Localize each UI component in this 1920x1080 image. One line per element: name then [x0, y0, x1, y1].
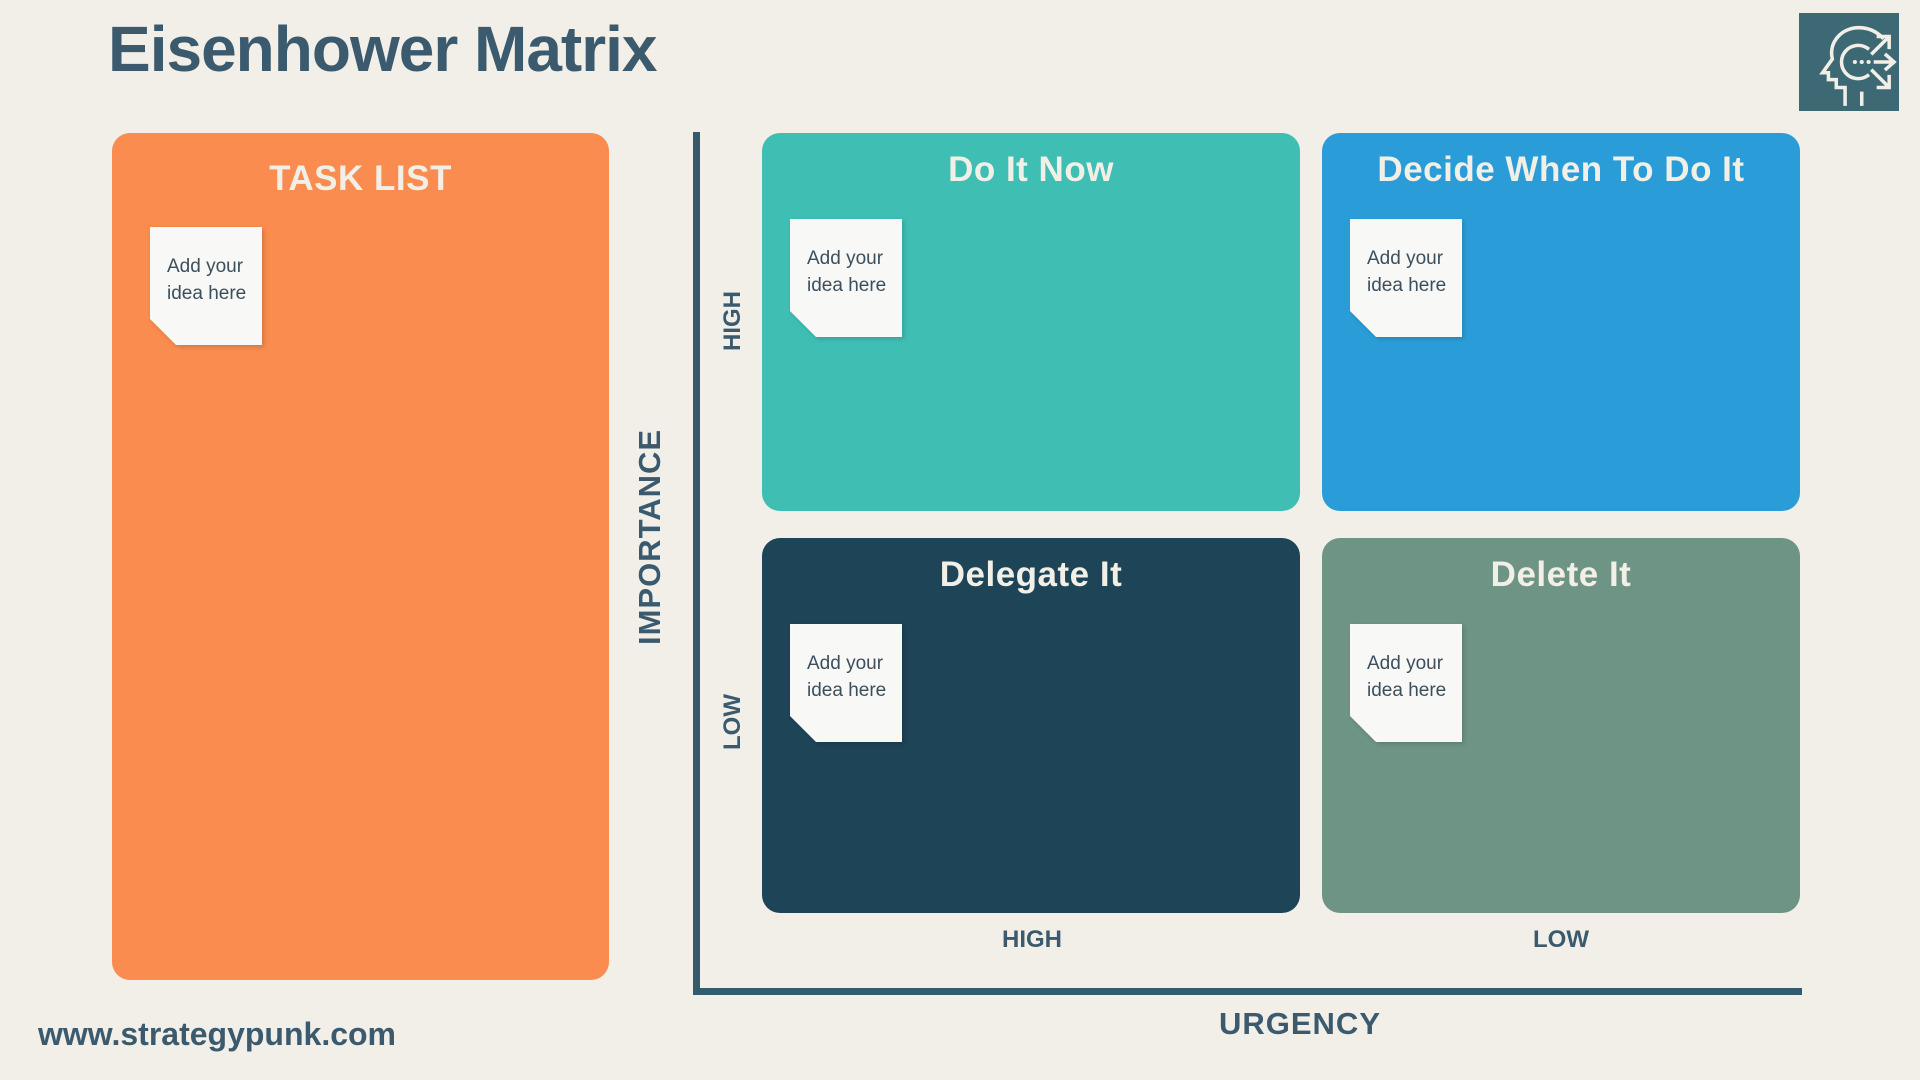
quadrant-title: Decide When To Do It — [1377, 150, 1745, 189]
quadrant-delegate-it: Delegate It Add your idea here — [762, 538, 1300, 913]
sticky-note-paper[interactable]: Add your idea here — [1350, 624, 1462, 742]
sticky-note-paper[interactable]: Add your idea here — [150, 227, 262, 345]
sticky-note-text: Add your idea here — [1367, 653, 1447, 701]
sticky-note-paper[interactable]: Add your idea here — [1350, 219, 1462, 337]
sticky-note-paper[interactable]: Add your idea here — [790, 624, 902, 742]
sticky-note[interactable]: Add your idea here — [150, 227, 262, 345]
website-link[interactable]: www.strategypunk.com — [38, 1016, 396, 1052]
quadrant-delete-it: Delete It Add your idea here — [1322, 538, 1800, 913]
sticky-note[interactable]: Add your idea here — [790, 219, 902, 337]
head-arrows-icon — [1819, 25, 1897, 106]
sticky-note[interactable]: Add your idea here — [790, 624, 902, 742]
x-axis-label: URGENCY — [1218, 1006, 1381, 1041]
quadrant-title: Do It Now — [948, 150, 1114, 189]
sticky-note-text: Add your idea here — [167, 256, 247, 304]
task-list-title: TASK LIST — [269, 159, 452, 198]
brand-logo — [1799, 13, 1899, 111]
sticky-note-text: Add your idea here — [1367, 248, 1447, 296]
quadrant-title: Delete It — [1490, 555, 1632, 594]
x-axis-high-label: HIGH — [1002, 926, 1062, 953]
y-axis-high-label: HIGH — [719, 291, 746, 351]
sticky-note-text: Add your idea here — [807, 248, 887, 296]
sticky-note-text: Add your idea here — [807, 653, 887, 701]
quadrant-title: Delegate It — [939, 555, 1123, 594]
y-axis-low-label: LOW — [719, 694, 746, 750]
sticky-note[interactable]: Add your idea here — [1350, 219, 1462, 337]
x-axis-line — [693, 988, 1802, 995]
quadrant-do-it-now: Do It Now Add your idea here — [762, 133, 1300, 511]
sticky-note[interactable]: Add your idea here — [1350, 624, 1462, 742]
y-axis-line — [693, 132, 700, 995]
quadrant-decide-when-to-do-it: Decide When To Do It Add your idea here — [1322, 133, 1800, 511]
page-title: Eisenhower Matrix — [108, 13, 657, 85]
x-axis-low-label: LOW — [1533, 926, 1589, 953]
sticky-note-paper[interactable]: Add your idea here — [790, 219, 902, 337]
y-axis-label: IMPORTANCE — [632, 428, 667, 646]
task-list-panel: TASK LIST Add your idea here — [112, 133, 609, 980]
